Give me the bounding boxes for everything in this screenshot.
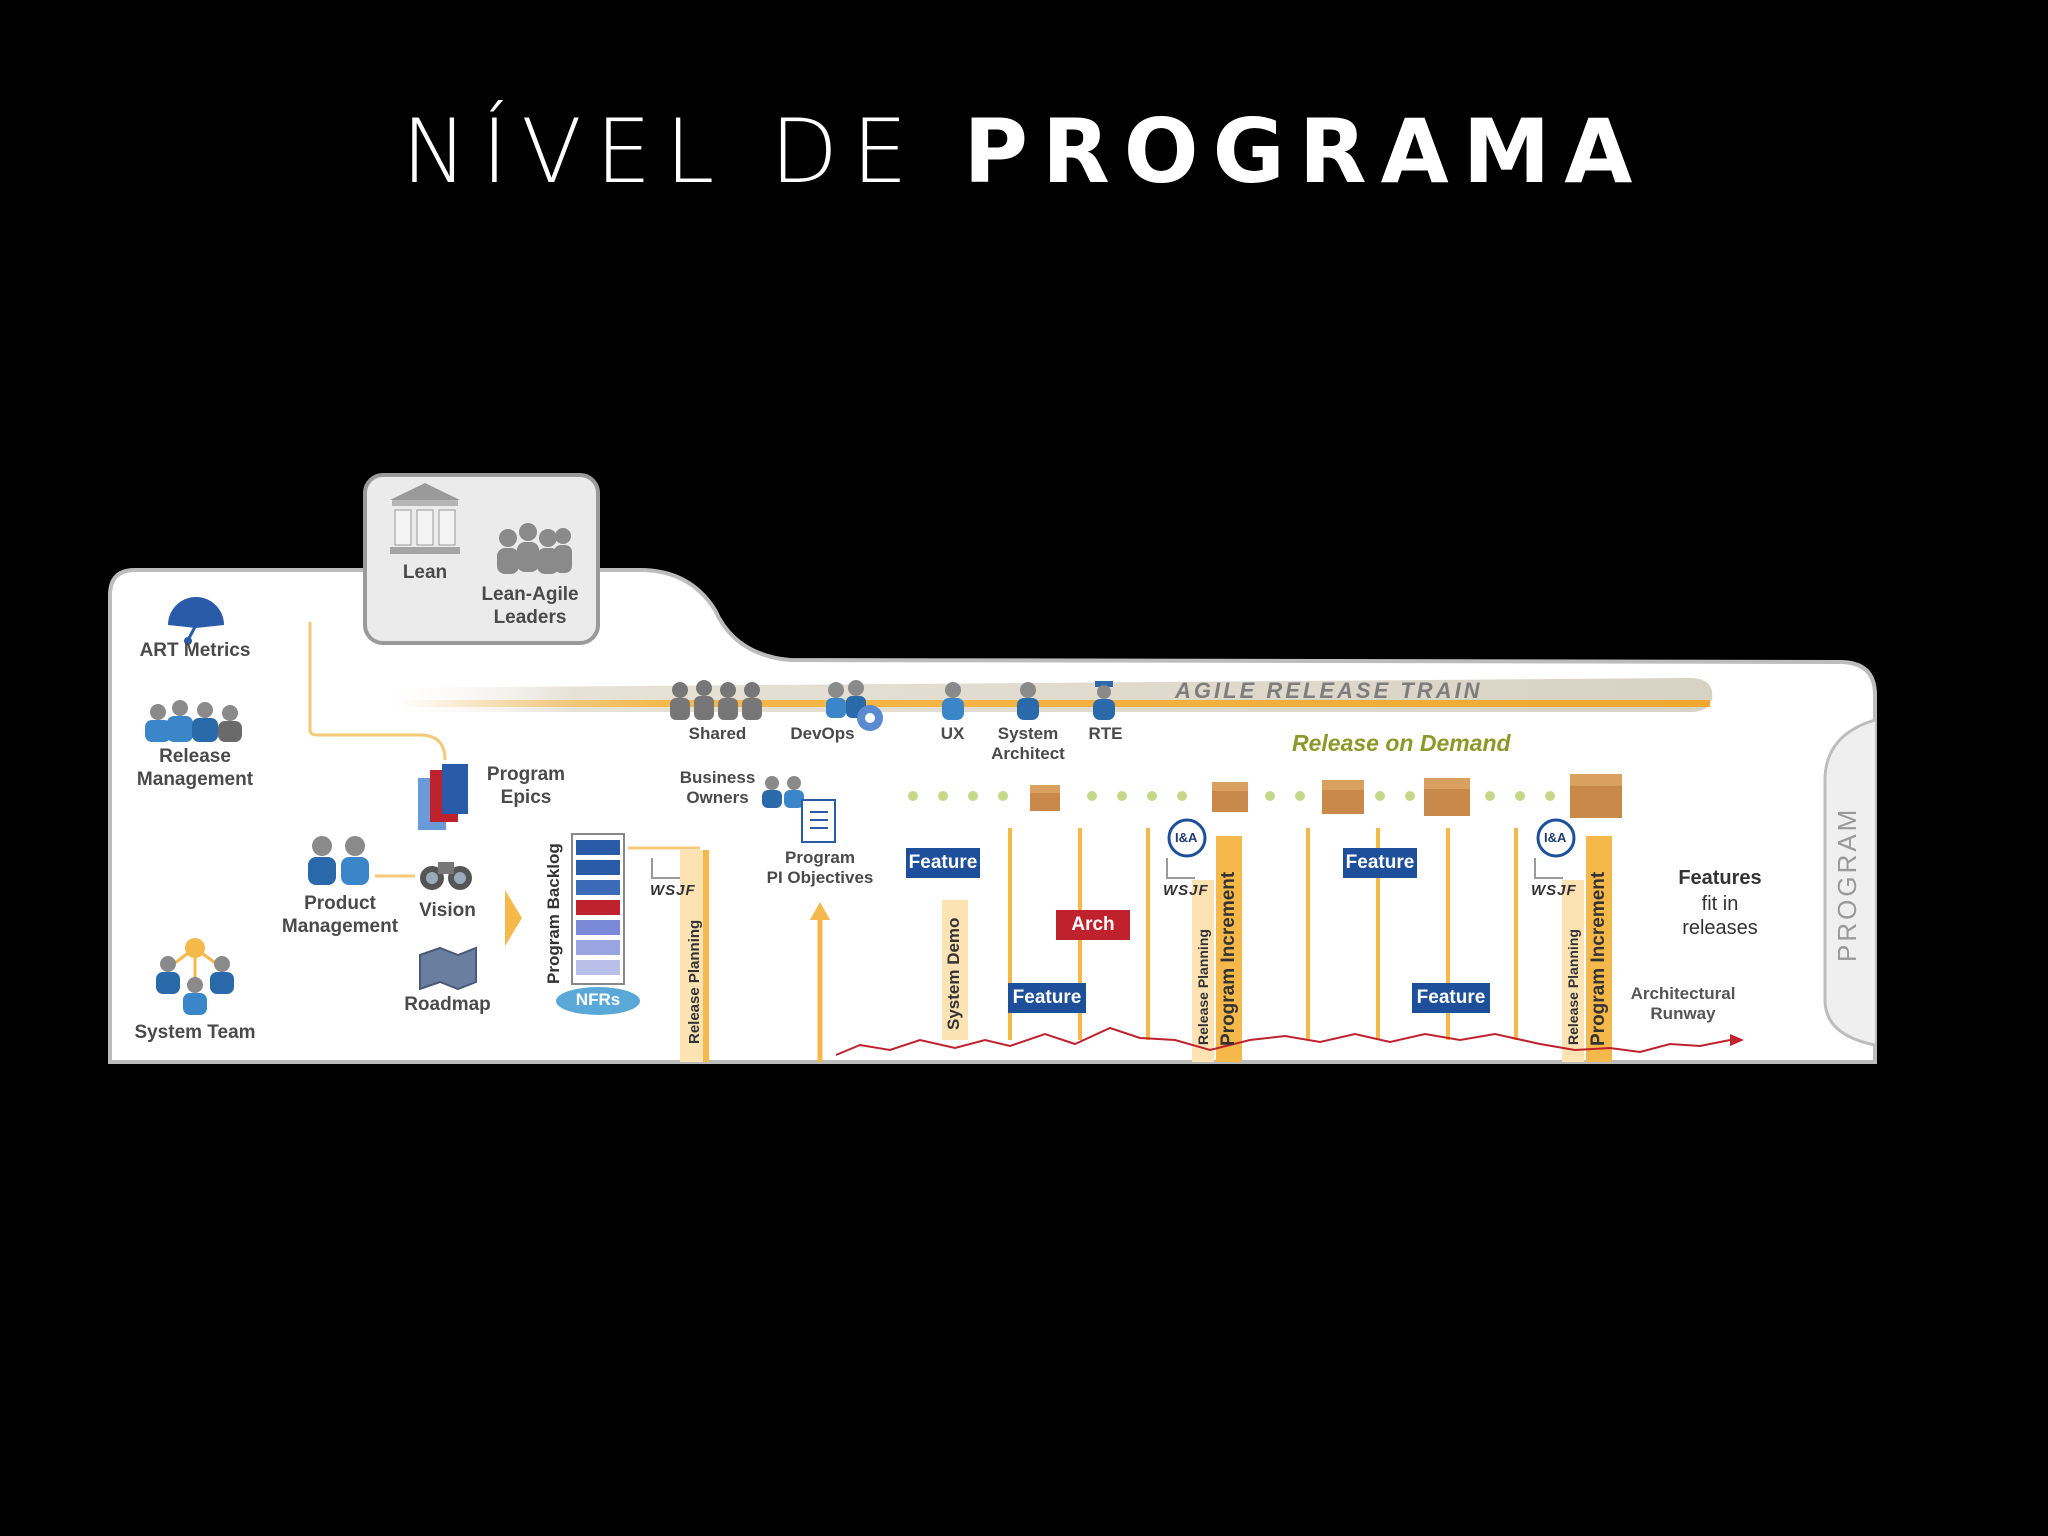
release-on-demand-track	[908, 791, 1555, 801]
system-team-icon	[156, 938, 234, 1015]
release-planning-label-3: Release Planning	[1565, 929, 1581, 1045]
nfrs-label: NFRs	[575, 990, 621, 1009]
vision-binoculars-icon	[420, 862, 472, 890]
lean-label: Lean	[402, 562, 448, 583]
feature-box-3: Feature	[1343, 848, 1417, 878]
features-fit-text: fit in releases	[1682, 893, 1758, 939]
product-management-label: Product Management	[281, 893, 399, 937]
ux-label: UX	[940, 724, 965, 743]
art-flow-line	[308, 622, 447, 761]
release-management-label: Release Management	[136, 746, 254, 790]
lean-house-icon	[390, 483, 460, 554]
program-backlog-label: Program Backlog	[544, 843, 563, 984]
slide-title-bold: PROGRAMA	[963, 100, 1647, 203]
slide-title: NÍVEL DE PROGRAMA	[0, 108, 2048, 196]
release-on-demand-label: Release on Demand	[1292, 730, 1511, 756]
program-epics-icon	[418, 764, 468, 830]
program-increment-bar-1	[1216, 836, 1242, 1062]
program-increment-label-2: Program Increment	[1588, 871, 1609, 1046]
slide-title-light: NÍVEL DE	[401, 100, 922, 203]
roadmap-icon	[419, 946, 477, 991]
system-team-label: System Team	[134, 1022, 256, 1043]
devops-icon	[826, 680, 883, 731]
system-architect-icon	[1017, 682, 1039, 720]
release-box-icons	[1030, 774, 1622, 818]
runway-arrowhead	[1730, 1034, 1744, 1046]
business-owners-label: Business Owners	[679, 768, 756, 808]
release-planning-bar-3	[1562, 880, 1584, 1062]
arch-box: Arch	[1056, 910, 1130, 940]
devops-label: DevOps	[790, 724, 855, 743]
program-epics-label: Program Epics	[486, 764, 566, 808]
architectural-runway-line	[835, 1026, 1731, 1056]
release-management-icon	[145, 700, 242, 742]
feature-box-1: Feature	[906, 848, 980, 878]
lean-agile-leaders-label: Lean-Agile Leaders	[481, 584, 579, 628]
ia-label-2: I&A	[1544, 830, 1567, 845]
wsjf-label-3: WSJF	[1531, 882, 1577, 899]
art-metrics-gauge-icon	[168, 597, 224, 645]
ia-icon-1	[1167, 818, 1207, 858]
business-owners-icon	[762, 776, 804, 808]
feature-box-4: Feature	[1412, 983, 1490, 1013]
architectural-runway-label: Architectural Runway	[1630, 984, 1736, 1024]
art-metrics-label: ART Metrics	[139, 640, 251, 661]
ia-icon-2	[1536, 818, 1576, 858]
wsjf-chart-icon	[651, 858, 680, 879]
wsjf-chart-icon-2	[1166, 858, 1563, 879]
system-demo-bar	[942, 900, 968, 1040]
program-tab	[1823, 718, 1876, 1047]
release-planning-label-2: Release Planning	[1195, 929, 1211, 1045]
program-increment-bar-2	[1586, 836, 1612, 1062]
wsjf-label-1: WSJF	[650, 882, 696, 899]
lean-agile-leaders-icon	[497, 523, 572, 574]
train-stripe	[400, 700, 1710, 707]
ux-icon	[942, 682, 964, 720]
program-pi-objectives-label: Program PI Objectives	[766, 848, 874, 888]
ia-label-1: I&A	[1175, 830, 1198, 845]
release-planning-label-1: Release Planning	[686, 919, 703, 1044]
rte-label: RTE	[1088, 724, 1123, 743]
vision-label: Vision	[419, 900, 476, 921]
shared-label: Shared	[688, 724, 747, 743]
program-backlog-stack	[556, 833, 640, 1015]
feature-box-2: Feature	[1008, 983, 1086, 1013]
release-planning-bar-2	[1192, 880, 1214, 1062]
roadmap-label: Roadmap	[404, 994, 491, 1015]
flow-chevron	[505, 890, 522, 946]
program-tab-label: PROGRAM	[1832, 806, 1862, 962]
features-fit-title: Features	[1678, 867, 1762, 889]
agile-release-train-label: AGILE RELEASE TRAIN	[1175, 678, 1483, 703]
pi-objectives-document-icon	[801, 799, 836, 843]
shared-people-icon	[670, 680, 762, 720]
wsjf-label-2: WSJF	[1163, 882, 1209, 899]
product-management-icon	[308, 836, 369, 885]
rte-icon	[1093, 681, 1115, 720]
pi-objectives-arrow	[810, 902, 830, 1062]
system-demo-label: System Demo	[944, 917, 963, 1030]
system-architect-label: System Architect	[991, 724, 1065, 764]
program-increment-label-1: Program Increment	[1218, 871, 1239, 1046]
